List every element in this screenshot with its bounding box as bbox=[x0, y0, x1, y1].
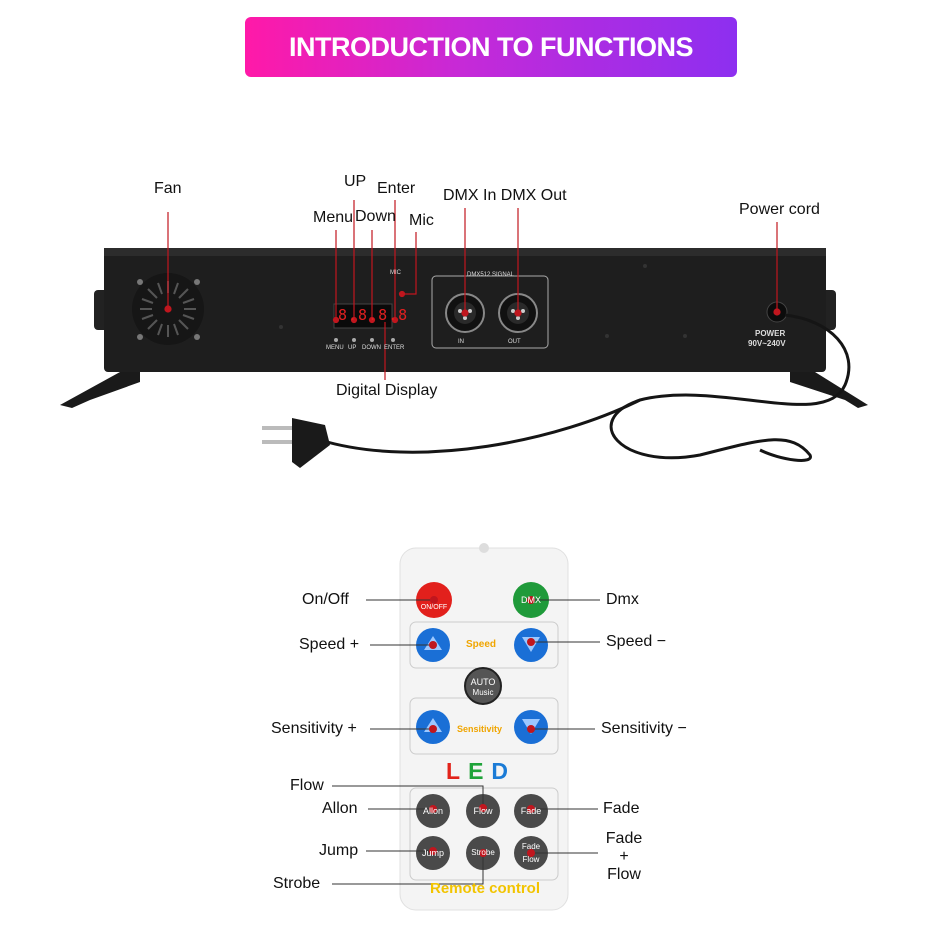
led-d: D bbox=[491, 758, 517, 784]
right-foot bbox=[790, 372, 868, 408]
label-jump: Jump bbox=[319, 842, 359, 859]
btn-flow-text: Flow bbox=[473, 806, 493, 816]
label-dmx: Dmx bbox=[606, 591, 639, 608]
panel-dmx-signal-text: DMX512 SIGNAL bbox=[467, 272, 515, 278]
sensitivity-text: Sensitivity bbox=[457, 724, 503, 734]
btn-jump-text: Jump bbox=[421, 848, 444, 858]
btn-auto-text: AUTO bbox=[470, 677, 496, 687]
label-fade-flow-2: + bbox=[619, 848, 629, 865]
power-cable bbox=[609, 313, 851, 462]
btn-allon-text: Allon bbox=[422, 806, 443, 816]
label-menu: Menu bbox=[313, 209, 354, 226]
panel-up-text: UP bbox=[348, 345, 357, 351]
label-up: UP bbox=[344, 173, 367, 190]
label-enter: Enter bbox=[377, 180, 416, 197]
btn-fade-text: Fade bbox=[520, 806, 542, 816]
btn-fade-flow-text-1: Fade bbox=[521, 842, 541, 851]
label-dmx-in-out: DMX In DMX Out bbox=[443, 187, 567, 204]
panel-power-text: POWER bbox=[755, 329, 786, 338]
led-e: E bbox=[468, 758, 492, 784]
label-speed-plus: Speed + bbox=[299, 636, 360, 653]
label-sensitivity-plus: Sensitivity + bbox=[271, 720, 357, 737]
label-down: Down bbox=[355, 208, 396, 225]
label-fade-flow-3: Flow bbox=[607, 866, 641, 883]
btn-strobe-text: Strobe bbox=[471, 848, 495, 857]
title-banner: INTRODUCTION TO FUNCTIONS bbox=[245, 17, 737, 77]
panel-display-digits: 8.8.8.8 bbox=[338, 306, 409, 324]
led-l: L bbox=[446, 758, 469, 784]
dmx-panel bbox=[431, 275, 549, 349]
label-flow: Flow bbox=[290, 777, 324, 794]
panel-mic-text: MIC bbox=[390, 270, 401, 276]
label-sensitivity-minus: Sensitivity − bbox=[601, 720, 687, 737]
btn-fade-flow-text-2: Flow bbox=[522, 855, 540, 864]
label-mic: Mic bbox=[409, 212, 434, 229]
label-power-cord: Power cord bbox=[739, 201, 820, 218]
label-digital-display: Digital Display bbox=[336, 382, 438, 399]
label-fade-flow-1: Fade bbox=[605, 830, 643, 847]
left-foot bbox=[60, 372, 140, 408]
led-logo: LED bbox=[446, 758, 516, 785]
panel-voltage-text: 90V~240V bbox=[748, 339, 786, 348]
btn-on-off-text: ON/OFF bbox=[420, 604, 448, 611]
label-strobe: Strobe bbox=[273, 875, 321, 892]
panel-enter-text: ENTER bbox=[384, 345, 405, 351]
btn-music-text: Music bbox=[472, 688, 494, 697]
panel-down-text: DOWN bbox=[362, 345, 381, 351]
panel-in-text: IN bbox=[458, 339, 464, 345]
label-allon: Allon bbox=[322, 800, 358, 817]
panel-menu-text: MENU bbox=[326, 345, 344, 351]
digital-display bbox=[333, 303, 393, 329]
remote-control-text: Remote control bbox=[429, 880, 540, 897]
power-plug-icon bbox=[262, 418, 330, 468]
label-on-off: On/Off bbox=[302, 591, 349, 608]
panel-out-text: OUT bbox=[508, 339, 521, 345]
btn-dmx-text: DMX bbox=[521, 595, 541, 605]
label-fan: Fan bbox=[154, 180, 182, 197]
label-fade: Fade bbox=[603, 800, 640, 817]
label-speed-minus: Speed − bbox=[606, 633, 667, 650]
speed-text: Speed bbox=[466, 639, 497, 650]
banner-title: INTRODUCTION TO FUNCTIONS bbox=[289, 31, 693, 62]
